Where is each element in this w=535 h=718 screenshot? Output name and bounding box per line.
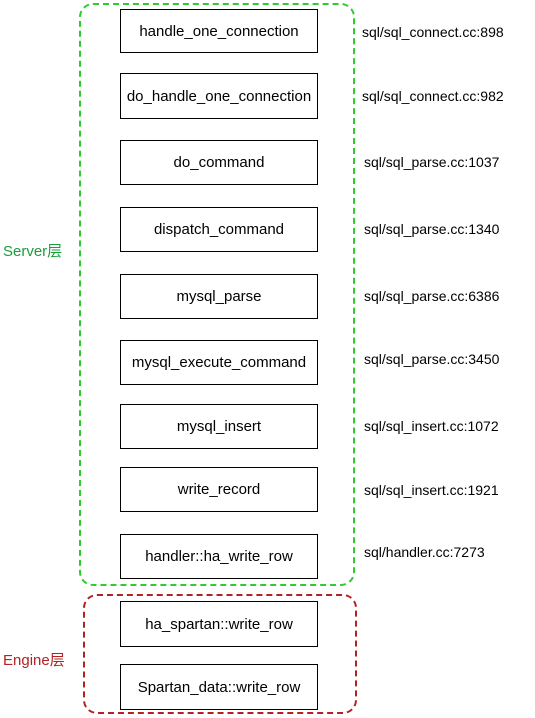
- function-box-handler-ha-write-row: handler::ha_write_row: [120, 534, 318, 579]
- engine-layer-group: [83, 594, 357, 714]
- source-ref-do-command: sql/sql_parse.cc:1037: [364, 154, 500, 170]
- server-layer-label: Server层: [3, 243, 63, 260]
- function-name: ha_spartan::write_row: [145, 615, 293, 633]
- function-name: handle_one_connection: [139, 22, 299, 40]
- source-ref-handle-one-connection: sql/sql_connect.cc:898: [362, 24, 504, 40]
- function-name: handler::ha_write_row: [145, 548, 293, 565]
- function-box-mysql-insert: mysql_insert: [120, 404, 318, 449]
- server-layer-group: [79, 3, 355, 586]
- function-box-do-handle-one-connection: do_handle_one_connection: [120, 73, 318, 119]
- source-ref-mysql-execute-command: sql/sql_parse.cc:3450: [364, 351, 500, 367]
- function-box-mysql-execute-command: mysql_execute_command: [120, 340, 318, 385]
- source-ref-mysql-parse: sql/sql_parse.cc:6386: [364, 288, 500, 304]
- function-name: do_handle_one_connection: [126, 87, 312, 105]
- function-name: mysql_execute_command: [131, 354, 307, 371]
- function-box-dispatch-command: dispatch_command: [120, 207, 318, 252]
- function-name: do_command: [173, 154, 265, 171]
- source-ref-do-handle-one-connection: sql/sql_connect.cc:982: [362, 88, 504, 104]
- function-box-mysql-parse: mysql_parse: [120, 274, 318, 319]
- function-box-ha-spartan-write-row: ha_spartan::write_row: [120, 601, 318, 647]
- function-box-do-command: do_command: [120, 140, 318, 185]
- source-ref-mysql-insert: sql/sql_insert.cc:1072: [364, 418, 499, 434]
- function-name: mysql_parse: [176, 288, 262, 305]
- source-ref-handler-ha-write-row: sql/handler.cc:7273: [364, 544, 485, 560]
- function-name: dispatch_command: [153, 221, 285, 238]
- function-name: write_record: [177, 481, 261, 498]
- source-ref-dispatch-command: sql/sql_parse.cc:1340: [364, 221, 500, 237]
- engine-layer-label: Engine层: [3, 652, 65, 669]
- function-box-write-record: write_record: [120, 467, 318, 512]
- function-box-spartan-data-write-row: Spartan_data::write_row: [120, 664, 318, 710]
- function-name: mysql_insert: [176, 418, 262, 435]
- function-box-handle-one-connection: handle_one_connection: [120, 9, 318, 53]
- source-ref-write-record: sql/sql_insert.cc:1921: [364, 482, 499, 498]
- function-name: Spartan_data::write_row: [137, 678, 301, 696]
